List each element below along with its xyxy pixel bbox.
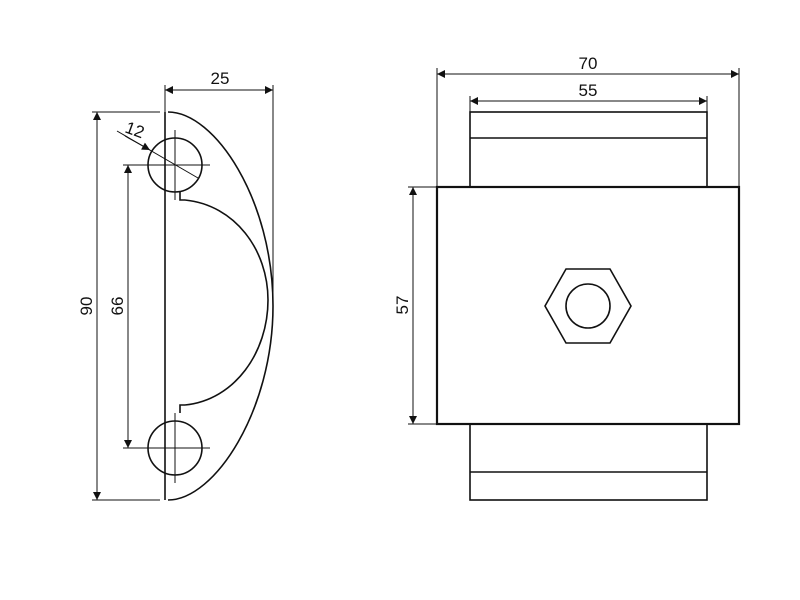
dim-90-label: 90 (77, 297, 96, 316)
dim-12-label: 12 (123, 118, 147, 142)
center-lines (140, 130, 210, 483)
dim-57-label: 57 (393, 296, 412, 315)
dim-70-label: 70 (579, 54, 598, 73)
dim-12-arrow (124, 135, 151, 151)
front-view: 70 55 57 (393, 54, 741, 501)
top-cap (469, 111, 708, 188)
dim-25-extension (164, 85, 274, 306)
hex-nut (544, 268, 632, 344)
dim-66-label: 66 (108, 297, 127, 316)
dim-70-extension (436, 68, 740, 187)
dim-90-extension (92, 111, 160, 501)
side-outer-profile (164, 111, 274, 501)
side-view: 90 66 12 25 (77, 69, 274, 501)
nut-bore (565, 283, 611, 329)
side-inner-arc (184, 199, 269, 406)
main-body (435, 185, 741, 426)
slot-lines (179, 192, 185, 413)
dim-25-label: 25 (211, 69, 230, 88)
bottom-cap (469, 423, 708, 501)
dim-57-extension (408, 186, 437, 425)
dim-55-label: 55 (579, 81, 598, 100)
